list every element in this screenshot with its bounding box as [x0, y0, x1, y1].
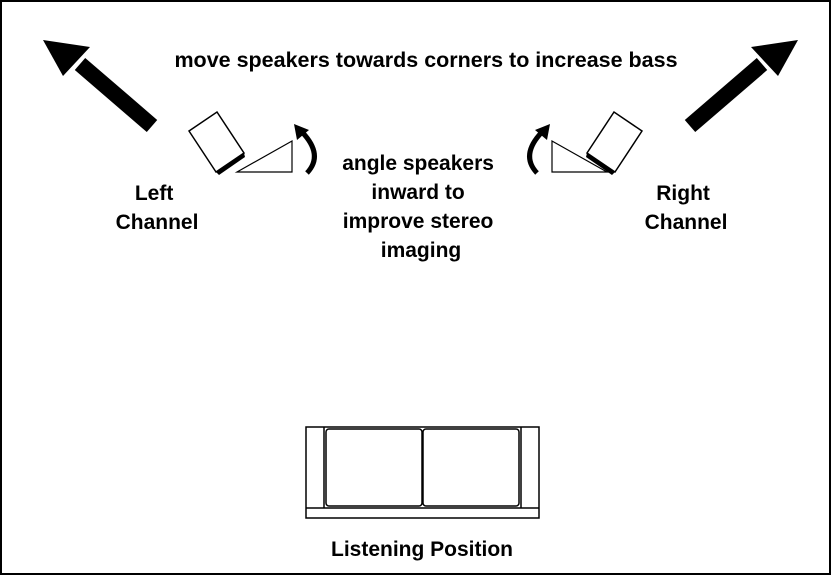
note-line: inward to — [371, 181, 464, 204]
right-angle-wedge — [551, 139, 610, 173]
note-line: improve stereo — [343, 210, 494, 233]
left-corner-arrow-icon — [43, 40, 158, 133]
left-speaker-icon — [187, 110, 246, 175]
right-channel-line: Right — [656, 182, 710, 205]
note-line: imaging — [381, 239, 462, 262]
left-angle-wedge — [234, 139, 293, 173]
right-channel-label: Right Channel — [645, 182, 728, 234]
right-channel-line: Channel — [645, 211, 728, 234]
left-channel-line: Channel — [116, 211, 199, 234]
left-channel-line: Left — [135, 182, 174, 205]
right-turn-arrow-icon — [527, 124, 550, 175]
right-corner-arrow-icon — [684, 40, 798, 133]
stereo-imaging-note: angle speakers inward to improve stereo … — [342, 152, 500, 262]
note-line: angle speakers — [342, 152, 494, 175]
left-channel-label: Left Channel — [116, 182, 199, 234]
left-turn-arrow-icon — [294, 124, 317, 175]
listening-position-label: Listening Position — [331, 538, 513, 561]
bass-instruction: move speakers towards corners to increas… — [174, 48, 677, 72]
sofa-icon — [305, 426, 540, 519]
right-speaker-icon — [585, 110, 644, 175]
